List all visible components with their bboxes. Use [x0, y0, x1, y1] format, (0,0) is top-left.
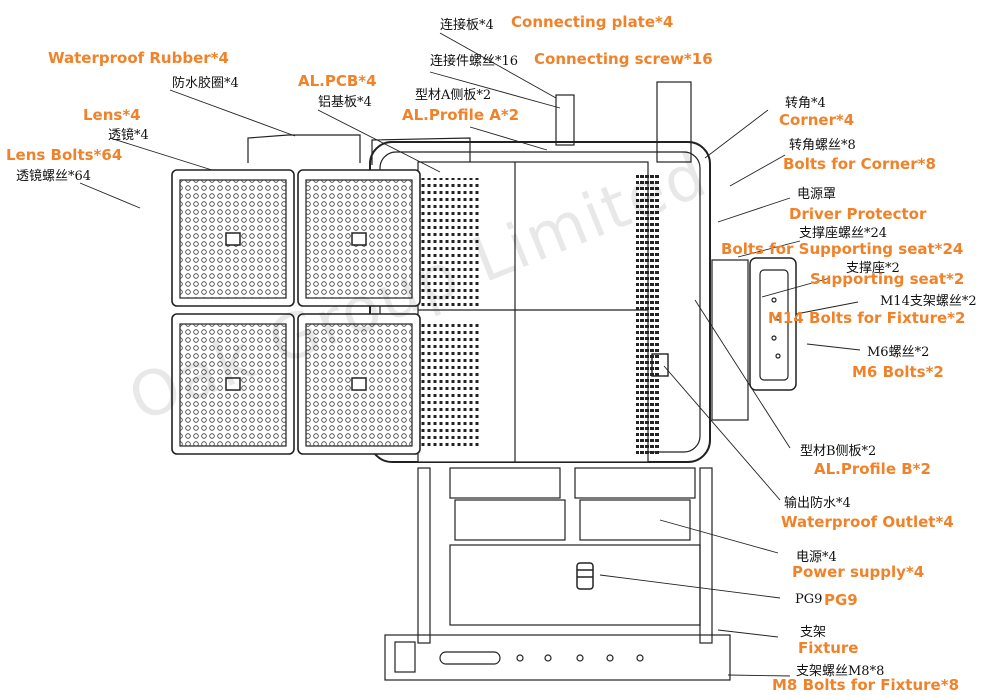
label-m14-bolts-cn: M14支架螺丝*2	[880, 294, 977, 309]
label-power-supply-en: Power supply*4	[792, 563, 925, 581]
label-waterproof-outlet-en: Waterproof Outlet*4	[781, 513, 954, 531]
label-bolts-corner-cn: 转角螺丝*8	[789, 138, 856, 153]
fixture-frame	[384, 467, 731, 681]
label-lens-cn: 透镜*4	[108, 128, 149, 143]
label-al-profile-a-cn: 型材A侧板*2	[415, 88, 492, 103]
label-power-supply-cn: 电源*4	[796, 550, 837, 565]
connecting-plate	[555, 94, 575, 146]
fixture-arm	[656, 81, 692, 163]
label-fixture-en: Fixture	[798, 639, 859, 657]
label-supporting-seat-en: Supporting seat*2	[810, 270, 965, 288]
label-supporting-seat-cn: 支撑座*2	[846, 261, 900, 276]
label-al-profile-a-en: AL.Profile A*2	[402, 106, 520, 124]
label-fixture-cn: 支架	[800, 625, 827, 640]
label-connecting-screw-cn: 连接件螺丝*16	[430, 54, 519, 69]
label-lens-en: Lens*4	[83, 106, 141, 124]
label-m8-bolts-en: M8 Bolts for Fixture*8	[772, 676, 960, 694]
label-waterproof-rubber-cn: 防水胶圈*4	[172, 76, 239, 91]
label-connecting-plate-en: Connecting plate*4	[511, 13, 674, 31]
label-pg9-cn: PG9	[795, 592, 823, 607]
label-lens-bolts-en: Lens Bolts*64	[6, 146, 123, 164]
al-pcb-plate	[417, 161, 660, 463]
label-corner-en: Corner*4	[779, 111, 855, 129]
label-m6-bolts-en: M6 Bolts*2	[852, 363, 944, 381]
label-connecting-plate-cn: 连接板*4	[440, 18, 494, 33]
label-bolts-corner-en: Bolts for Corner*8	[783, 155, 936, 173]
lens-modules	[171, 169, 421, 455]
label-waterproof-outlet-cn: 输出防水*4	[784, 496, 851, 511]
supporting-seat	[711, 257, 797, 421]
label-lens-bolts-cn: 透镜螺丝*64	[16, 169, 92, 184]
label-m14-bolts-en: M14 Bolts for Fixture*2	[768, 309, 966, 327]
label-driver-protector-en: Driver Protector	[789, 205, 927, 223]
label-al-pcb-cn: 铝基板*4	[318, 95, 372, 110]
label-m8-bolts-cn: 支架螺丝M8*8	[796, 664, 885, 679]
label-bolts-supporting-seat-en: Bolts for Supporting seat*24	[721, 240, 964, 258]
outlet-block	[651, 353, 669, 377]
label-pg9-en: PG9	[824, 591, 858, 609]
label-m6-bolts-cn: M6螺丝*2	[867, 345, 930, 360]
label-al-profile-b-en: AL.Profile B*2	[814, 460, 931, 478]
pg9-connector	[576, 562, 594, 590]
label-waterproof-rubber-en: Waterproof Rubber*4	[48, 49, 229, 67]
label-al-profile-b-cn: 型材B侧板*2	[800, 444, 877, 459]
waterproof-rubber	[247, 134, 361, 163]
leader-lines	[79, 32, 861, 677]
label-corner-cn: 转角*4	[785, 96, 826, 111]
label-bolts-supporting-seat-cn: 支撑座螺丝*24	[799, 226, 888, 241]
label-al-pcb-en: AL.PCB*4	[298, 72, 377, 90]
label-driver-protector-cn: 电源罩	[797, 187, 837, 202]
label-connecting-screw-en: Connecting screw*16	[534, 50, 713, 68]
